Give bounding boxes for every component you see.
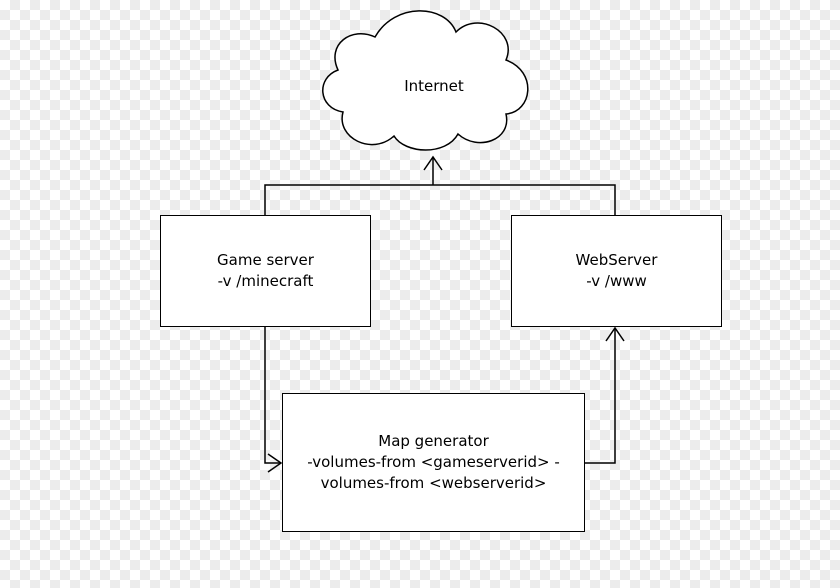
internet-cloud-shape <box>322 10 529 151</box>
connector-mapgenerator-to-webserver <box>585 326 625 464</box>
game-server-title: Game server <box>217 251 314 269</box>
map-generator-title: Map generator <box>378 432 489 450</box>
webserver-box: WebServer -v /www <box>511 215 722 327</box>
internet-label: Internet <box>404 77 464 95</box>
game-server-box: Game server -v /minecraft <box>160 215 371 327</box>
map-generator-command-line1: -volumes-from <gameserverid> - <box>307 453 560 471</box>
connector-gameserver-to-mapgenerator <box>264 327 283 473</box>
connector-servers-to-internet <box>264 155 616 215</box>
map-generator-box: Map generator -volumes-from <gameserveri… <box>282 393 585 532</box>
game-server-command: -v /minecraft <box>217 272 314 290</box>
webserver-command: -v /www <box>586 272 647 290</box>
map-generator-command-line2: volumes-from <webserverid> <box>320 474 547 492</box>
webserver-title: WebServer <box>575 251 658 269</box>
